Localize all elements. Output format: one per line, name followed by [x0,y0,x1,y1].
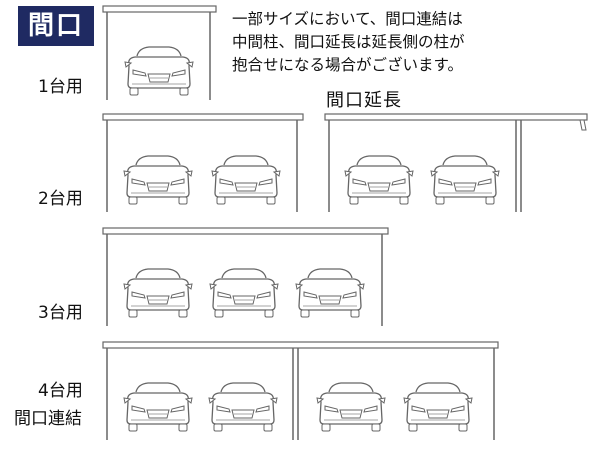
extension-title: 間口延長 [326,90,402,111]
carport-extension [324,113,588,212]
note-line-1: 一部サイズにおいて、間口連結は [232,10,463,28]
note-text: 一部サイズにおいて、間口連結は 中間柱、間口延長は延長側の柱が 抱合せになる場合… [232,8,592,77]
note-line-2: 中間柱、間口延長は延長側の柱が [232,33,465,51]
row-label-connected: 間口連結 [14,409,82,429]
carport-2car [102,113,304,212]
row-label-4car: 4台用 [38,381,83,401]
frontage-badge: 間口 [18,6,94,46]
row-label-1car: 1台用 [38,77,83,97]
carport-4car-connected [102,341,499,440]
carport-1car [102,5,217,100]
carport-3car [102,227,389,326]
row-label-2car: 2台用 [38,189,83,209]
note-line-3: 抱合せになる場合がございます。 [232,56,463,74]
row-label-3car: 3台用 [38,303,83,323]
